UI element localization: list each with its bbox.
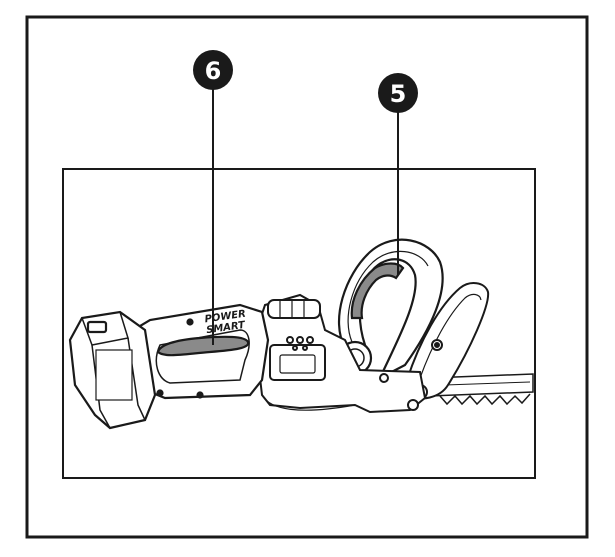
callout-5-label: 5 bbox=[390, 80, 407, 108]
callout-5-badge: 5 bbox=[378, 73, 418, 113]
rear-handle-grip bbox=[156, 335, 250, 357]
inner-box bbox=[62, 168, 536, 479]
blade bbox=[429, 373, 534, 406]
callout-6-label: 6 bbox=[205, 57, 222, 85]
outer-border bbox=[25, 15, 589, 539]
motor-housing bbox=[253, 293, 427, 414]
callout-6-badge: 6 bbox=[193, 50, 233, 90]
battery-pack bbox=[68, 310, 157, 430]
